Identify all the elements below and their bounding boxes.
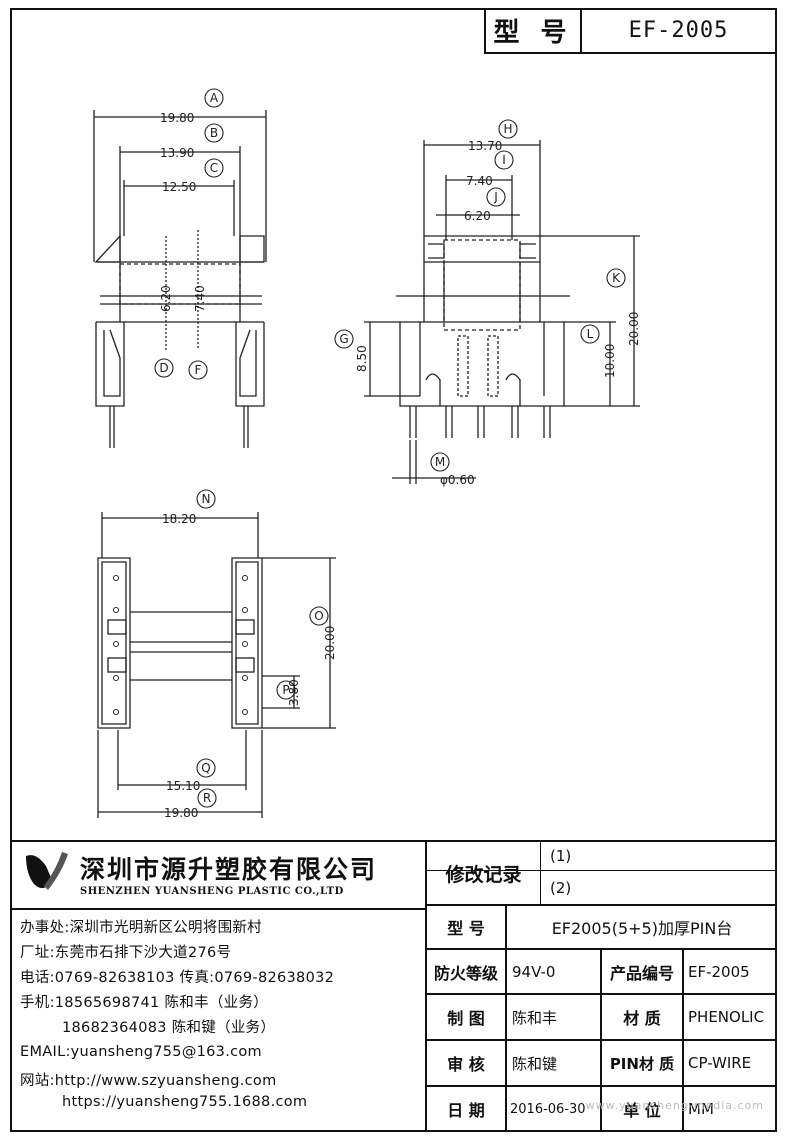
mobile-1: 手机:18565698741 陈和丰（业务）	[20, 995, 269, 1011]
dim-J: 6.20	[464, 209, 491, 223]
marker-K: K	[612, 271, 621, 285]
material-value: PHENOLIC	[688, 1008, 765, 1026]
marker-H: H	[503, 122, 512, 136]
technical-drawing: 19.80 13.90 12.50 6.20 7.40 13.70 7.40 6…	[93, 88, 641, 820]
phone-fax: 电话:0769-82638103 传真:0769-82638032	[20, 970, 335, 986]
marker-L: L	[587, 327, 594, 341]
company-logo-icon	[26, 852, 68, 890]
dim-Q: 15.10	[166, 779, 200, 793]
dim-A: 19.80	[160, 111, 194, 125]
marker-R: R	[203, 791, 211, 805]
pin-material-label: PIN材 质	[609, 1054, 675, 1073]
date-label: 日 期	[447, 1101, 485, 1120]
factory-address: 厂址:东莞市石排下沙大道276号	[20, 945, 232, 961]
marker-D: D	[159, 361, 168, 375]
company-name-cn: 深圳市源升塑胶有限公司	[80, 855, 378, 884]
fire-rating-value: 94V-0	[512, 962, 556, 981]
marker-C: C	[210, 161, 218, 175]
company-name-en: SHENZHEN YUANSHENG PLASTIC CO.,LTD	[80, 886, 344, 897]
rule	[425, 904, 777, 906]
type-label: 型 号	[447, 919, 485, 938]
checked-by-value: 陈和键	[512, 1054, 558, 1073]
dim-L: 10.00	[603, 344, 617, 378]
marker-J: J	[493, 190, 498, 204]
website-1: 网站:http://www.szyuansheng.com	[20, 1073, 277, 1089]
pin-material-value: CP-WIRE	[688, 1054, 752, 1072]
dim-H: 13.70	[468, 139, 502, 153]
drawing-frame	[10, 8, 777, 1132]
unit-value: MM	[688, 1100, 714, 1118]
company-rule	[10, 908, 425, 910]
marker-M: M	[435, 455, 445, 469]
title-block-divider	[425, 840, 427, 1132]
revision-label: 修改记录	[445, 863, 522, 886]
drawn-by-value: 陈和丰	[512, 1008, 558, 1027]
dim-G: 8.50	[355, 345, 369, 372]
product-code-value: EF-2005	[688, 962, 750, 981]
mobile-2: 18682364083 陈和键（业务）	[62, 1020, 276, 1036]
rule	[682, 949, 684, 1132]
marker-P: P	[282, 683, 289, 697]
marker-Q: Q	[201, 761, 210, 775]
marker-I: I	[502, 153, 506, 167]
dim-I: 7.40	[466, 174, 493, 188]
dim-C: 12.50	[162, 180, 196, 194]
marker-F: F	[195, 363, 202, 377]
checked-by-label: 审 核	[447, 1055, 485, 1074]
email: EMAIL:yuansheng755@163.com	[20, 1044, 262, 1060]
marker-O: O	[314, 609, 323, 623]
watermark: www.yuansheng-media.com	[585, 1099, 764, 1112]
dim-R: 19.80	[164, 806, 198, 820]
rule	[425, 870, 777, 871]
dim-F: 7.40	[193, 285, 207, 312]
dim-B: 13.90	[160, 146, 194, 160]
dim-K: 20.00	[627, 312, 641, 346]
revision-row-2: (2)	[550, 879, 572, 897]
date-value: 2016-06-30	[510, 1101, 586, 1117]
company-name-block: 深圳市源升塑胶有限公司 SHENZHEN YUANSHENG PLASTIC C…	[20, 848, 420, 904]
unit-label: 单 位	[623, 1101, 661, 1120]
revision-row-1: (1)	[550, 847, 572, 865]
model-value: EF-2005	[628, 17, 729, 43]
dim-M: φ0.60	[440, 473, 475, 487]
dim-P: 3.80	[287, 679, 301, 706]
material-label: 材 质	[623, 1009, 661, 1028]
type-value: EF2005(5+5)加厚PIN台	[551, 919, 733, 938]
dim-D: 6.20	[159, 285, 173, 312]
fire-rating-label: 防火等级	[433, 963, 498, 983]
marker-A: A	[210, 91, 219, 105]
rule	[540, 840, 541, 905]
rule	[600, 949, 602, 1132]
product-code-label: 产品编号	[609, 963, 674, 983]
marker-N: N	[202, 492, 211, 506]
drawn-by-label: 制 图	[447, 1009, 485, 1028]
model-label: 型 号	[486, 8, 582, 52]
marker-B: B	[210, 126, 218, 140]
dim-N: 18.20	[162, 512, 196, 526]
title-block-top-rule	[10, 840, 777, 842]
model-header: 型 号 EF-2005	[484, 8, 777, 54]
website-2: https://yuansheng755.1688.com	[62, 1094, 308, 1110]
marker-G: G	[339, 332, 348, 346]
rule	[505, 905, 507, 1132]
office-address: 办事处:深圳市光明新区公明将围新村	[20, 920, 262, 936]
dim-O: 20.00	[323, 626, 337, 660]
